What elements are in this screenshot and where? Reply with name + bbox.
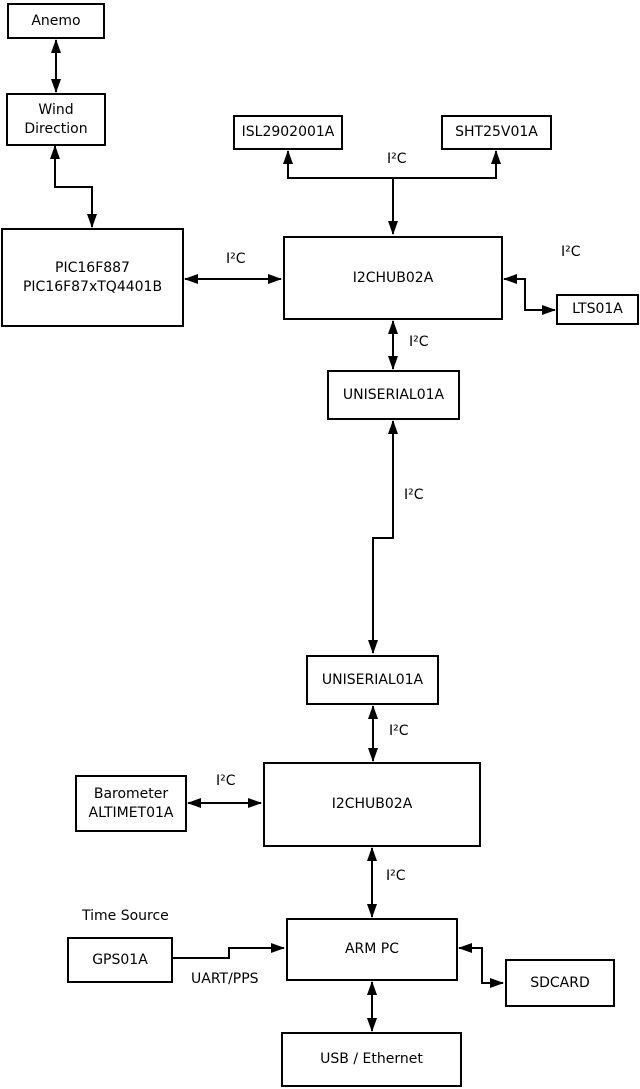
node-i2chub02a-top: I2CHUB02A	[283, 236, 503, 320]
node-usb-ethernet: USB / Ethernet	[281, 1032, 462, 1087]
node-anemo: Anemo	[7, 3, 105, 39]
label-uart-pps: UART/PPS	[191, 971, 259, 987]
node-gps01a: GPS01A	[67, 937, 173, 983]
label-i2c-hub1-lts: I²C	[561, 244, 581, 260]
label-i2c-hub1-uniserial1: I²C	[409, 334, 429, 350]
edge-uniserial1-uniserial2	[368, 420, 398, 654]
node-isl2902001a: ISL2902001A	[233, 115, 343, 150]
node-lts01a: LTS01A	[556, 294, 639, 325]
label-i2c-uniserial2-hub2: I²C	[389, 723, 409, 739]
node-sdcard: SDCARD	[505, 959, 615, 1007]
node-barometer-altimet01a: Barometer ALTIMET01A	[75, 775, 187, 832]
edge-winddirection-pic	[50, 145, 97, 228]
label-i2c-pic-hub1: I²C	[226, 251, 246, 267]
edge-armpc-sdcard	[458, 943, 504, 988]
label-i2c-hub2-armpc: I²C	[386, 868, 406, 884]
node-uniserial01a-bottom: UNISERIAL01A	[306, 655, 439, 705]
edge-gps-armpc	[173, 943, 285, 959]
label-time-source: Time Source	[82, 908, 169, 924]
label-i2c-uniserial1-uniserial2: I²C	[404, 487, 424, 503]
node-arm-pc: ARM PC	[286, 918, 458, 981]
node-i2chub02a-bottom: I2CHUB02A	[263, 762, 481, 847]
node-pic16f887: PIC16F887 PIC16F87xTQ4401B	[1, 228, 184, 327]
node-sht25v01a: SHT25V01A	[441, 115, 552, 150]
edge-hub1-lts	[503, 274, 556, 315]
label-i2c-barometer-hub2: I²C	[216, 773, 236, 789]
node-wind-direction: Wind Direction	[6, 93, 106, 146]
label-i2c-hub1-sensors: I²C	[387, 151, 407, 167]
node-uniserial01a-top: UNISERIAL01A	[327, 370, 460, 420]
